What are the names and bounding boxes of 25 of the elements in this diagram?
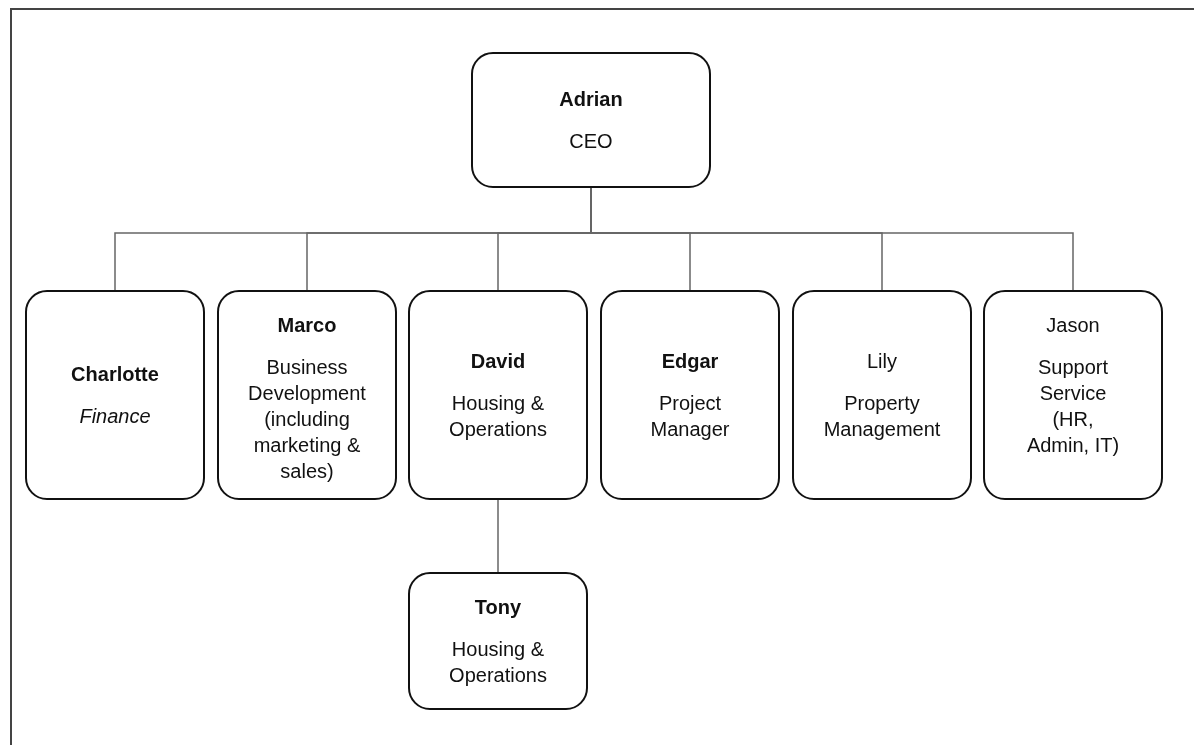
person-name: Adrian	[559, 87, 623, 112]
role-title: CEO	[569, 129, 613, 154]
org-box	[600, 290, 780, 500]
org-box	[471, 52, 711, 188]
role-title: Housing & Operations	[448, 637, 548, 688]
connector-line	[497, 499, 499, 573]
org-box	[217, 290, 397, 500]
role-title: Housing & Operations	[448, 391, 548, 442]
person-name: David	[470, 349, 526, 374]
org-box	[792, 290, 972, 500]
role-title: Finance	[79, 404, 151, 429]
role-title: Business Development (including marketing & sales)	[247, 355, 367, 484]
role-title: Property Management	[822, 391, 942, 442]
org-box	[408, 572, 588, 710]
person-name: Tony	[474, 595, 522, 620]
org-box	[408, 290, 588, 500]
person-name: Lily	[867, 349, 897, 374]
person-name: Marco	[277, 313, 337, 338]
role-title: Project Manager	[649, 391, 731, 442]
org-box	[983, 290, 1163, 500]
person-name: Edgar	[661, 349, 719, 374]
person-name: Charlotte	[71, 362, 159, 387]
role-title: Support Service (HR, Admin, IT)	[1025, 355, 1121, 458]
org-box	[25, 290, 205, 500]
person-name: Jason	[1046, 313, 1100, 338]
